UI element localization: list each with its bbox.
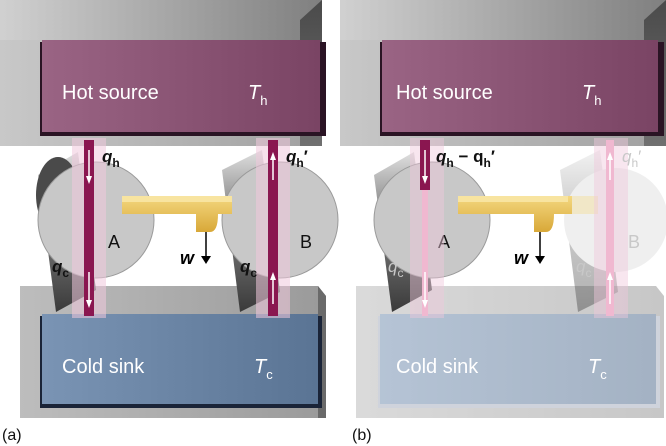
- hot-source-label-b: Hot source: [396, 82, 493, 104]
- q-cold-right-label-b: qc: [576, 257, 591, 280]
- work-shaft-b: [458, 196, 598, 232]
- work-label-a: w: [180, 248, 195, 268]
- cold-reservoir-b: [356, 286, 664, 418]
- work-arrow-b: [535, 232, 545, 264]
- cold-temp-label-b: Tc: [588, 356, 607, 382]
- hot-temp-label-b: Th: [582, 82, 601, 108]
- engine-b-label-a: B: [300, 232, 312, 252]
- q-hot-left-label-b: qh − qh′: [436, 147, 495, 170]
- engine-b-label-b: B: [628, 232, 640, 252]
- hot-reservoir-b: [340, 0, 666, 146]
- cold-sink-label-a: Cold sink: [62, 356, 145, 378]
- q-cold-left-label-b: qc: [388, 257, 403, 280]
- q-cold-left-label-a: qc: [52, 257, 69, 280]
- q-hot-left-label-a: qh: [102, 147, 120, 170]
- q-hot-right-label-a: qh′: [286, 147, 308, 170]
- cold-reservoir-a: [20, 286, 326, 418]
- heat-flow-left-a: [72, 138, 106, 318]
- work-shaft-a: [122, 196, 232, 232]
- panel-a: Hot source Th Cold sink Tc A B: [0, 0, 339, 444]
- hot-source-label-a: Hot source: [62, 82, 159, 104]
- cold-temp-label-a: Tc: [254, 356, 273, 382]
- heat-flow-right-a: [256, 138, 290, 318]
- q-cold-right-label-a: qc: [240, 257, 257, 280]
- panel-b: Hot source Th Cold sink Tc A B w: [340, 0, 666, 444]
- heat-flow-left-b: [410, 138, 444, 318]
- caption-b: (b): [352, 427, 372, 444]
- cold-sink-label-b: Cold sink: [396, 356, 479, 378]
- work-label-b: w: [514, 248, 529, 268]
- heat-flow-right-b: [594, 138, 628, 318]
- q-hot-right-label-b: qh′: [622, 147, 641, 170]
- engine-a-cylinder-b: [373, 152, 491, 312]
- hot-temp-label-a: Th: [248, 82, 267, 108]
- engine-b-cylinder-b: [560, 150, 666, 312]
- engine-a-label-b: A: [438, 232, 450, 252]
- caption-a: (a): [2, 427, 22, 444]
- engine-a-label-a: A: [108, 232, 120, 252]
- work-arrow-a: [201, 232, 211, 264]
- hot-reservoir-a: [0, 0, 326, 146]
